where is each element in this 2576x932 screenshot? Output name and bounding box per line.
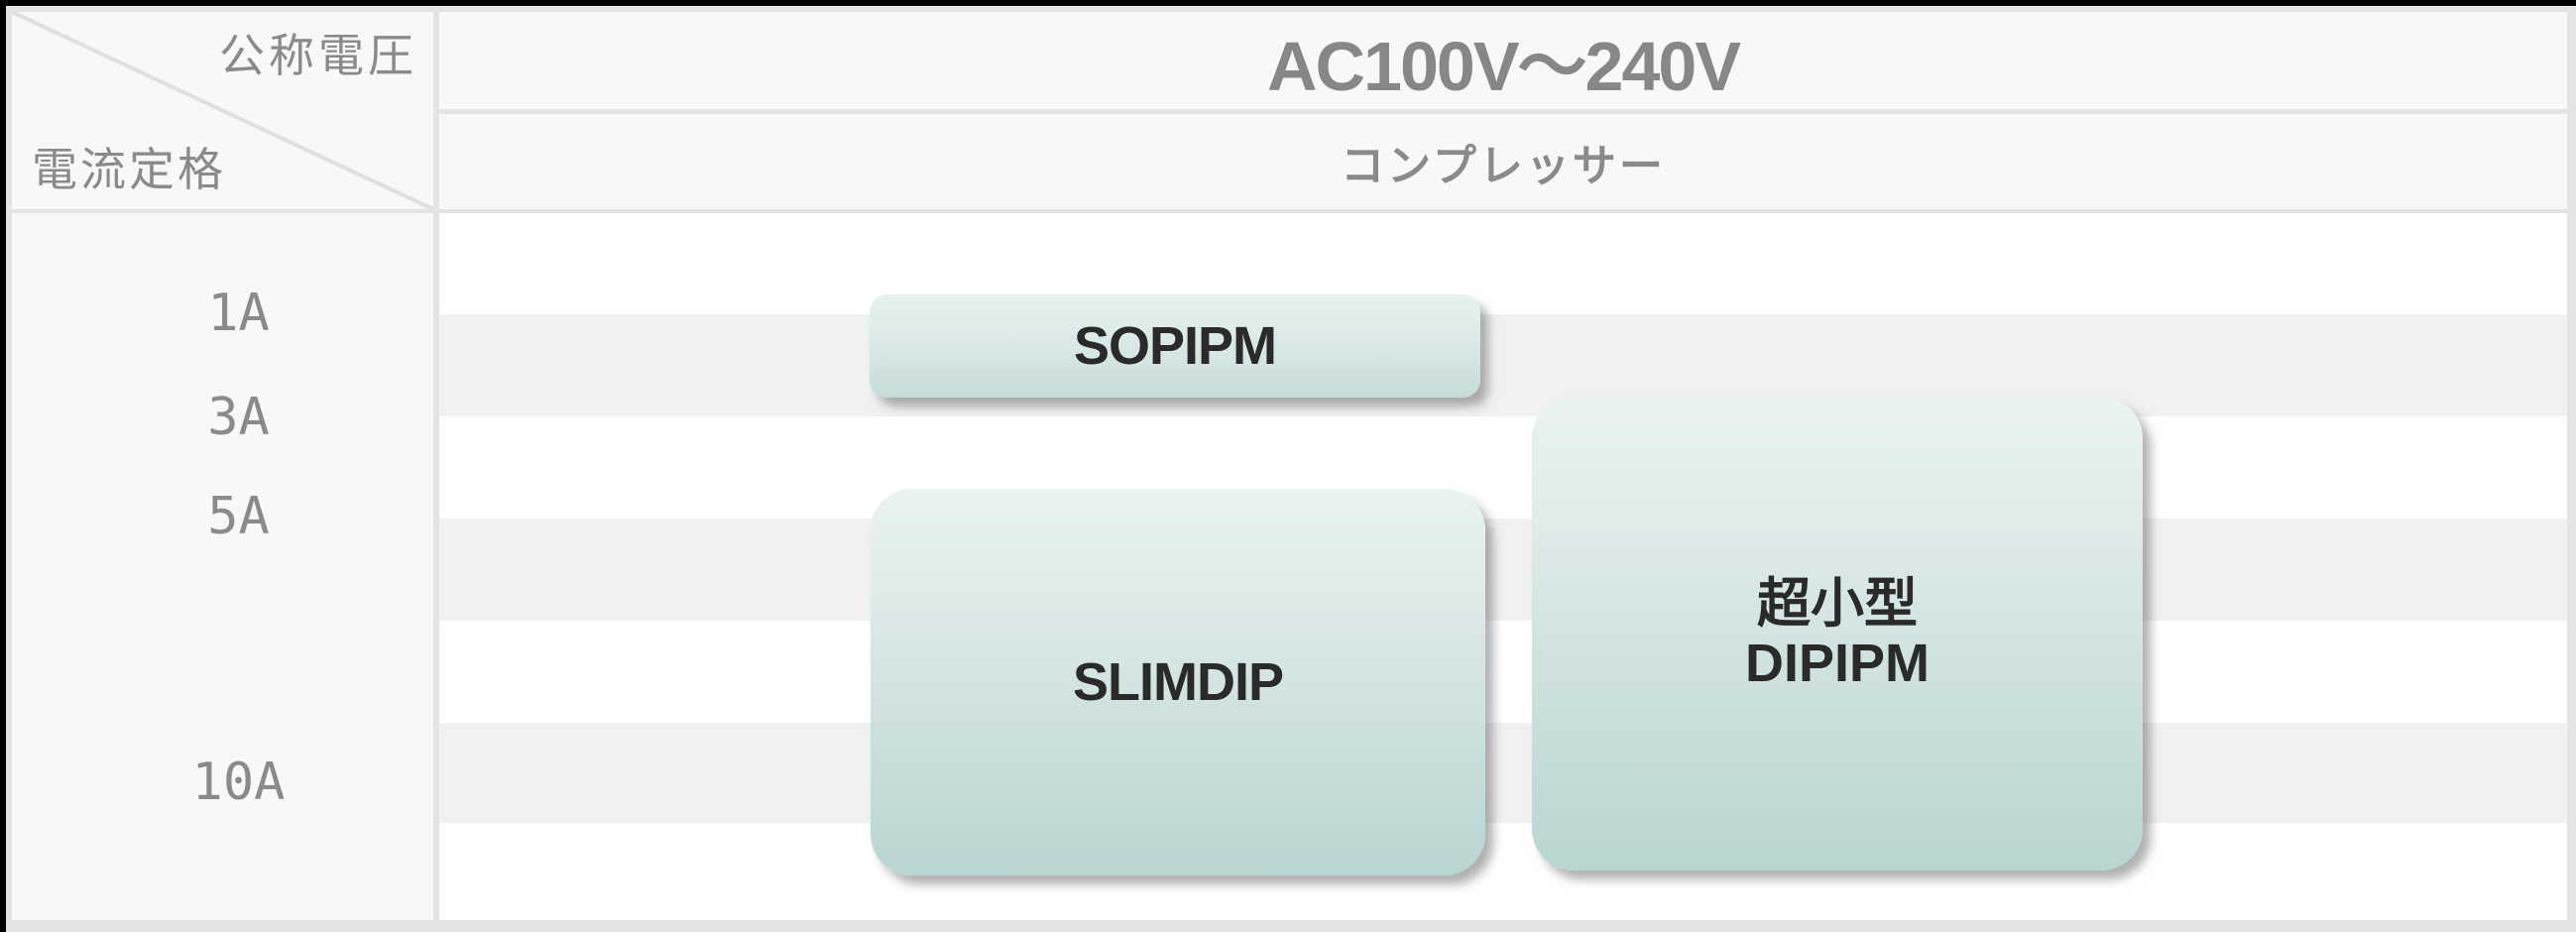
product-label-dipipm-line1: 超小型 <box>1757 574 1918 634</box>
product-label-dipipm-line2: DIPIPM <box>1744 634 1931 693</box>
application-header-cell: コンプレッサー <box>439 114 2567 209</box>
product-label-dipipm: 超小型 DIPIPM <box>1745 574 1930 693</box>
plot-area <box>439 213 2567 920</box>
application-header-text: コンプレッサー <box>1341 142 1666 190</box>
diagonal-divider <box>12 12 433 209</box>
product-box-sopipm[interactable]: SOPIPM <box>870 294 1480 398</box>
current-tick-10a: 10A <box>191 753 286 812</box>
current-tick-1a: 1A <box>207 284 270 343</box>
current-rating-label: 電流定格 <box>32 144 226 195</box>
current-axis-column: 1A 3A 5A 10A <box>12 213 433 920</box>
current-tick-5a: 5A <box>207 487 270 546</box>
nominal-voltage-label: 公称電圧 <box>219 30 417 81</box>
band-5a <box>439 519 2567 621</box>
table-frame: 公称電圧 電流定格 AC100V～240V コンプレッサー 1A 3A 5A 1… <box>6 6 2576 932</box>
corner-header-cell: 公称電圧 電流定格 <box>12 12 433 209</box>
band-10a <box>439 723 2567 823</box>
product-box-slimdip[interactable]: SLIMDIP <box>871 489 1485 875</box>
voltage-header-cell: AC100V～240V <box>439 12 2567 109</box>
product-label-slimdip: SLIMDIP <box>1072 652 1284 712</box>
product-box-dipipm[interactable]: 超小型 DIPIPM <box>1532 397 2143 871</box>
current-tick-3a: 3A <box>207 388 270 447</box>
voltage-header-text: AC100V～240V <box>1266 27 1741 105</box>
band-1a-3a <box>439 314 2567 416</box>
product-label-sopipm: SOPIPM <box>1073 316 1277 376</box>
